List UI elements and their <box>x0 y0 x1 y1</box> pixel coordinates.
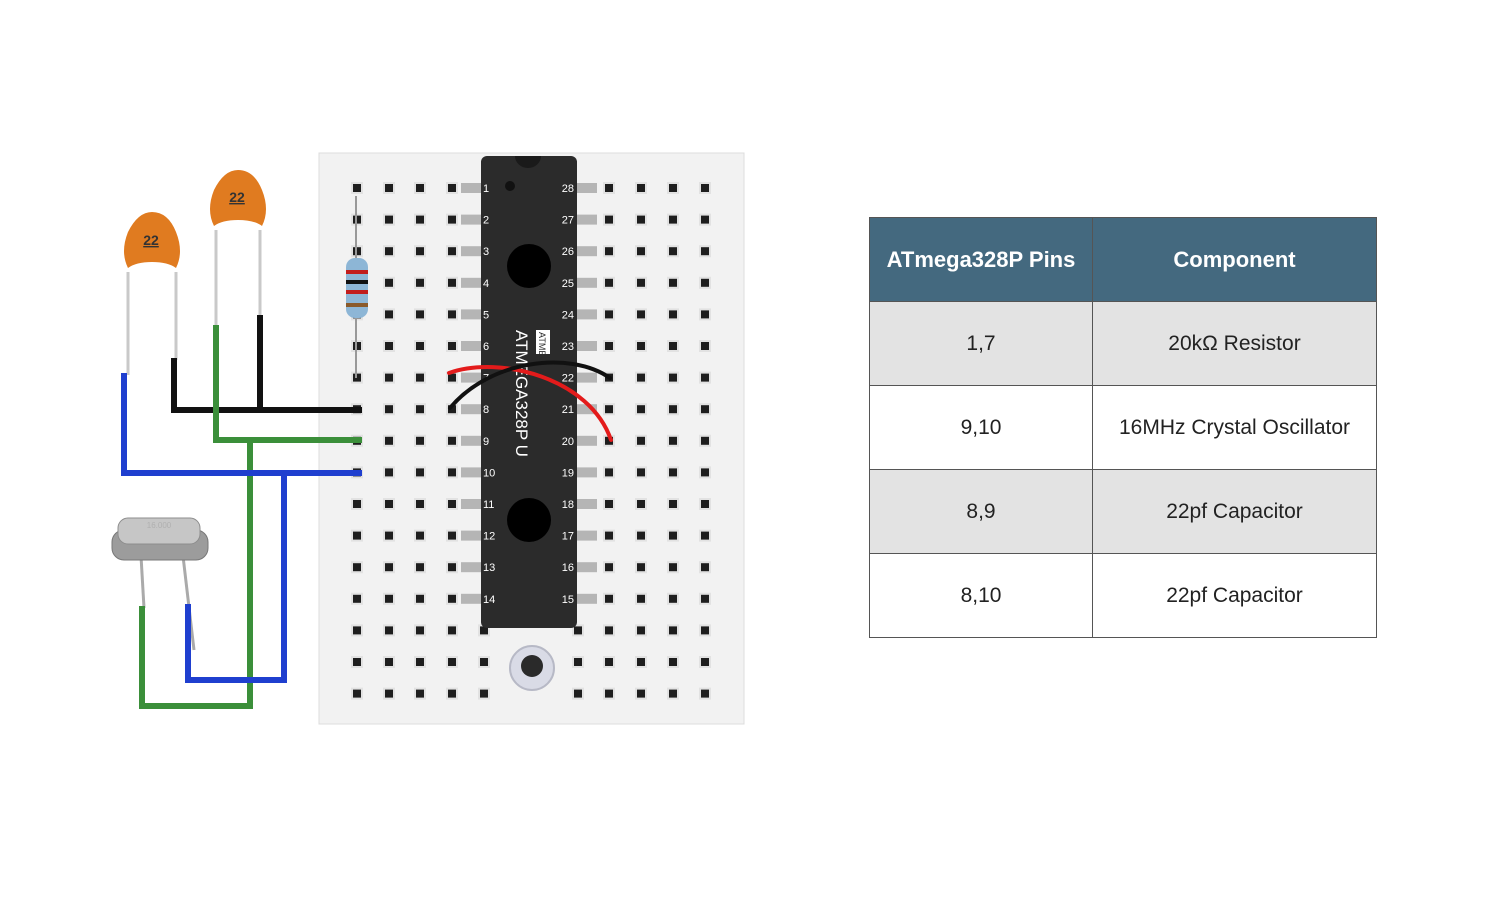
left-pin-pad <box>461 404 481 415</box>
atmel-logo <box>536 330 550 354</box>
chip-left-pin-label: 2 <box>483 215 489 227</box>
crystal-label: 16.000 <box>147 521 172 530</box>
chip-left-pin-label: 9 <box>483 436 489 448</box>
cell-component: 22pf Capacitor <box>1092 553 1377 638</box>
right-pin-pad <box>577 467 597 478</box>
left-pin-pad <box>461 593 481 604</box>
chip-left-pin-label: 13 <box>483 562 495 574</box>
right-pin-pad <box>577 246 597 257</box>
resistor-20k <box>346 258 368 318</box>
header-pins: ATmega328P Pins <box>869 217 1093 302</box>
black-wire <box>171 358 362 413</box>
wires <box>121 315 362 709</box>
table-row: 9,10 16MHz Crystal Oscillator <box>869 385 1377 470</box>
blue-wire-crystal <box>185 473 287 683</box>
cell-component: 22pf Capacitor <box>1092 469 1377 554</box>
chip-right-pin-label: 21 <box>562 404 574 416</box>
chip-right-pin-label: 28 <box>562 183 574 195</box>
left-pin-pad <box>461 341 481 351</box>
green-wire-crystal <box>139 440 253 709</box>
black-jumper-wire <box>448 360 612 410</box>
chip-pin-pads <box>461 183 597 604</box>
chip-right-pin-label: 20 <box>562 436 574 448</box>
chip-right-pin-label: 17 <box>562 531 574 543</box>
chip-right-pin-label: 26 <box>562 246 574 258</box>
chip-mount-hole-bottom <box>507 498 551 542</box>
chip-left-pin-label: 1 <box>483 183 489 195</box>
cell-pins: 9,10 <box>869 385 1093 470</box>
right-pin-pad <box>577 530 597 541</box>
chip-right-pin-label: 25 <box>562 278 574 290</box>
chip-left-pin-label: 4 <box>483 278 489 290</box>
chip-right-pin-label: 24 <box>562 309 574 321</box>
cell-pins: 1,7 <box>869 301 1093 386</box>
table-header-row: ATmega328P Pins Component <box>869 217 1377 302</box>
chip-brand-text: ATMEL <box>537 332 547 361</box>
right-pin-pad <box>577 372 597 383</box>
chip-right-pin-label: 15 <box>562 594 574 606</box>
table-row: 8,10 22pf Capacitor <box>869 553 1377 638</box>
chip-notch <box>515 156 541 168</box>
left-pin-pad <box>461 372 481 383</box>
chip-left-pin-label: 11 <box>483 499 494 511</box>
chip-model-text: ATMEGA328P U <box>512 330 531 457</box>
cell-component: 16MHz Crystal Oscillator <box>1092 385 1377 470</box>
chip-left-pin-label: 12 <box>483 531 495 543</box>
left-pin-pad <box>461 277 481 288</box>
right-pin-pad <box>577 214 597 225</box>
chip-right-pin-label: 18 <box>562 499 574 511</box>
chip-left-pin-label: 10 <box>483 467 495 479</box>
chip-right-pin-label: 19 <box>562 467 574 479</box>
left-pin-pad <box>461 309 481 320</box>
capacitor-right: 22 <box>210 170 266 226</box>
crystal-oscillator: 16.000 <box>111 517 209 651</box>
left-pin-pad <box>461 467 481 478</box>
chip-right-pin-label: 16 <box>562 562 574 574</box>
right-pin-pad <box>577 435 597 446</box>
cell-pins: 8,9 <box>869 469 1093 554</box>
chip-left-pin-label: 5 <box>483 309 489 321</box>
chip-left-pin-label: 14 <box>483 594 495 606</box>
capacitor-right-label: 22 <box>229 189 245 205</box>
capacitor-left-label: 22 <box>143 232 159 248</box>
left-pin-pad <box>461 246 481 257</box>
cell-component: 20kΩ Resistor <box>1092 301 1377 386</box>
chip-right-pin-label: 22 <box>562 373 574 385</box>
left-pin-pad <box>461 435 481 446</box>
right-pin-pad <box>577 309 597 320</box>
left-pin-pad <box>461 499 481 509</box>
cell-pins: 8,10 <box>869 553 1093 638</box>
right-pin-pad <box>577 183 597 193</box>
pin-component-table: ATmega328P Pins Component 1,7 20kΩ Resis… <box>869 217 1377 638</box>
header-component: Component <box>1092 217 1377 302</box>
capacitor-left: 22 <box>124 212 180 268</box>
chip-right-pin-label: 23 <box>562 341 574 353</box>
chip-left-pin-label: 6 <box>483 341 489 353</box>
right-pin-pad <box>577 341 597 351</box>
right-pin-pad <box>577 593 597 604</box>
chip-left-pin-label: 8 <box>483 404 489 416</box>
table-row: 1,7 20kΩ Resistor <box>869 301 1377 386</box>
left-pin-pad <box>461 530 481 541</box>
right-pin-pad <box>577 404 597 415</box>
chip-left-pin-label: 3 <box>483 246 489 258</box>
left-pin-pad <box>461 183 481 193</box>
atmega328p-chip <box>481 156 577 628</box>
red-jumper-wire <box>447 365 613 442</box>
left-pin-pad <box>461 214 481 225</box>
chip-pin1-dot <box>505 181 515 191</box>
right-pin-pad <box>577 562 597 573</box>
table-row: 8,9 22pf Capacitor <box>869 469 1377 554</box>
green-wire-cap <box>213 325 362 443</box>
left-pin-pad <box>461 562 481 573</box>
right-pin-pad <box>577 499 597 509</box>
chip-right-pin-label: 27 <box>562 215 574 227</box>
right-pin-pad <box>577 277 597 288</box>
chip-mount-hole-top <box>507 244 551 288</box>
